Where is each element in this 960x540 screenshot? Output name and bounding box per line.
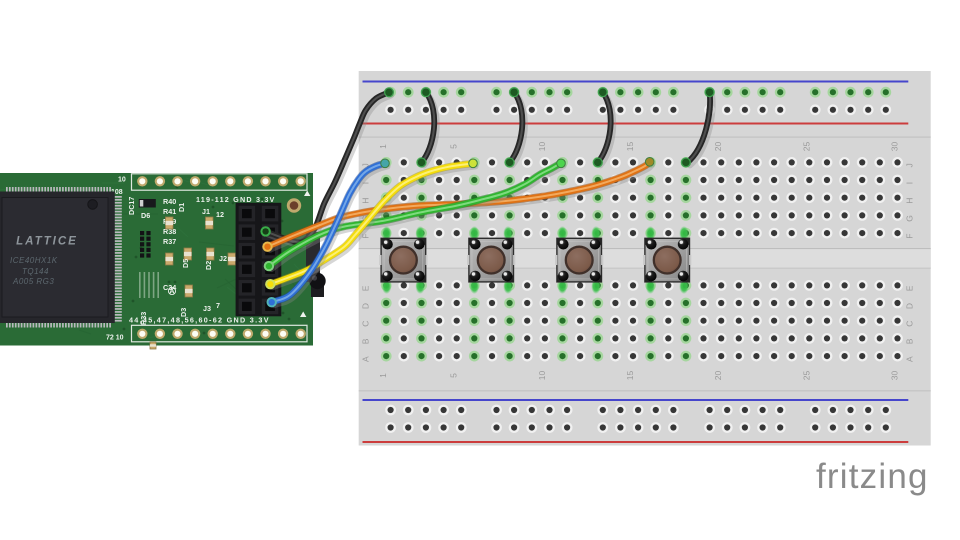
svg-text:C34: C34 [163, 283, 176, 292]
svg-text:72 10: 72 10 [106, 335, 124, 342]
svg-text:10: 10 [118, 177, 126, 184]
svg-text:R40: R40 [163, 197, 176, 206]
svg-text:25: 25 [801, 371, 811, 381]
svg-text:A: A [169, 287, 174, 296]
svg-text:15: 15 [625, 371, 635, 381]
svg-text:D: D [905, 303, 915, 309]
svg-text:LATTICE: LATTICE [16, 236, 78, 248]
svg-text:7: 7 [216, 301, 220, 310]
svg-text:B: B [360, 338, 370, 344]
svg-text:A: A [360, 356, 370, 362]
svg-text:R38: R38 [163, 227, 176, 236]
svg-text:20: 20 [713, 142, 723, 152]
svg-text:119-112 GND 3.3V: 119-112 GND 3.3V [196, 195, 276, 204]
svg-text:H: H [360, 198, 370, 204]
svg-text:A005 RG3: A005 RG3 [12, 277, 54, 286]
svg-text:1: 1 [378, 373, 388, 378]
svg-text:10: 10 [537, 142, 547, 152]
svg-text:J1: J1 [202, 207, 210, 216]
svg-text:C: C [360, 321, 370, 327]
svg-text:D6: D6 [141, 211, 150, 220]
svg-text:108: 108 [111, 189, 123, 196]
svg-text:30: 30 [890, 142, 900, 152]
svg-text:H: H [905, 198, 915, 204]
svg-text:10: 10 [537, 371, 547, 381]
svg-text:D1: D1 [177, 203, 186, 212]
svg-text:1: 1 [378, 144, 388, 149]
svg-text:J: J [905, 163, 915, 167]
svg-text:I: I [360, 182, 370, 184]
svg-text:30: 30 [890, 371, 900, 381]
svg-text:DC17: DC17 [127, 197, 136, 215]
svg-text:44,45,47,48,56,60-62 GND 3.3V: 44,45,47,48,56,60-62 GND 3.3V [129, 316, 270, 325]
svg-text:fritzing: fritzing [816, 457, 929, 496]
svg-text:F: F [905, 233, 915, 238]
svg-text:J3: J3 [203, 304, 211, 313]
svg-text:G: G [905, 215, 915, 222]
svg-text:E: E [905, 285, 915, 291]
svg-text:D2: D2 [204, 261, 213, 270]
svg-text:J2: J2 [219, 254, 227, 263]
svg-text:A: A [905, 356, 915, 362]
svg-text:J: J [360, 163, 370, 167]
svg-text:TQ144: TQ144 [22, 267, 49, 276]
svg-text:R41: R41 [163, 207, 176, 216]
svg-text:20: 20 [713, 371, 723, 381]
svg-text:R37: R37 [163, 237, 176, 246]
svg-text:B: B [905, 338, 915, 344]
svg-text:C: C [905, 321, 915, 327]
svg-text:D3: D3 [179, 308, 188, 317]
svg-text:D: D [360, 303, 370, 309]
svg-text:R33: R33 [139, 312, 148, 325]
svg-text:25: 25 [801, 142, 811, 152]
svg-text:15: 15 [625, 142, 635, 152]
svg-text:5: 5 [449, 373, 459, 378]
svg-text:12: 12 [216, 210, 224, 219]
svg-text:D5: D5 [181, 259, 190, 268]
svg-text:F: F [360, 233, 370, 238]
svg-text:E: E [360, 285, 370, 291]
svg-text:ICE40HX1K: ICE40HX1K [10, 256, 58, 265]
svg-text:I: I [905, 182, 915, 184]
svg-text:5: 5 [449, 144, 459, 149]
